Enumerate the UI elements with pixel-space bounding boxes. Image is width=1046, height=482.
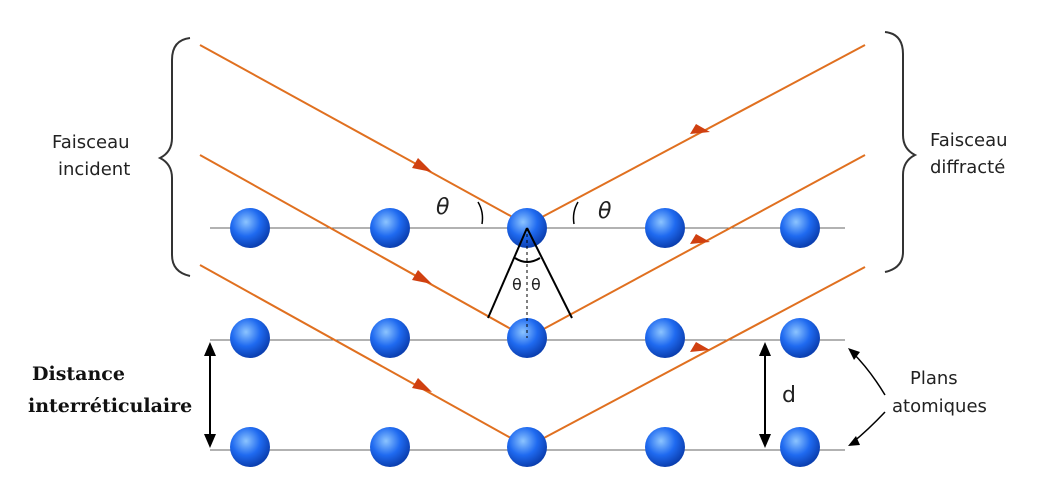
atom — [645, 427, 685, 467]
d-label: d — [782, 383, 796, 408]
diffracted-ray-3 — [526, 266, 866, 448]
atom — [507, 427, 547, 467]
planes-pointer-arrows — [848, 348, 886, 446]
theta-arcs — [477, 201, 579, 225]
incident-rays — [199, 44, 528, 448]
distance-label-line1: Distance — [32, 363, 125, 385]
planes-label-line2: atomiques — [892, 396, 987, 417]
d-distance-arrow — [759, 342, 771, 448]
incident-arrowheads — [412, 158, 432, 392]
distance-label-line2: interréticulaire — [28, 395, 192, 417]
theta-center-left-label: θ — [512, 275, 522, 294]
atom — [645, 318, 685, 358]
incident-arrow-1 — [412, 158, 432, 172]
theta-arc-right — [572, 201, 579, 225]
atom — [230, 318, 270, 358]
atom — [780, 318, 820, 358]
diffracted-rays — [526, 44, 866, 448]
construction-line-left — [487, 227, 528, 319]
incident-beam-bracket — [157, 37, 191, 277]
diffracted-beam-bracket — [884, 31, 918, 273]
diffracted-arrow-3 — [690, 342, 710, 352]
planes-label-line1: Plans — [910, 368, 958, 389]
atom — [370, 427, 410, 467]
left-distance-arrow — [204, 342, 216, 448]
theta-arc-left — [477, 201, 484, 225]
path-difference-construction — [487, 227, 573, 338]
atom — [230, 208, 270, 248]
incident-ray-3 — [199, 264, 528, 448]
diffracted-arrow-2 — [690, 234, 710, 244]
theta-right-label: θ — [598, 199, 612, 224]
diffracted-beam-label-line2: diffracté — [930, 157, 1005, 178]
theta-center-right-label: θ — [531, 275, 541, 294]
construction-angle-arc — [514, 257, 541, 263]
incident-ray-1 — [199, 44, 528, 226]
incident-beam-label-line1: Faisceau — [52, 132, 130, 153]
atom — [780, 427, 820, 467]
diffracted-arrow-1 — [690, 124, 710, 134]
diffracted-beam-label-line1: Faisceau — [930, 130, 1008, 151]
theta-left-label: θ — [436, 195, 450, 220]
atom — [370, 208, 410, 248]
atoms — [230, 208, 820, 467]
incident-arrow-3 — [412, 378, 432, 392]
diffracted-ray-1 — [526, 44, 866, 226]
incident-beam-label-line2: incident — [58, 159, 130, 180]
atom — [645, 208, 685, 248]
atom-row-2 — [230, 318, 820, 358]
atom — [230, 427, 270, 467]
incident-arrow-2 — [412, 270, 432, 284]
atom — [370, 318, 410, 358]
diffracted-ray-2 — [526, 154, 866, 339]
incident-ray-2 — [199, 154, 528, 339]
construction-line-right — [526, 227, 573, 319]
atom — [780, 208, 820, 248]
atom-row-3 — [230, 427, 820, 467]
diffracted-arrowheads — [690, 124, 710, 352]
atom-row-1 — [230, 208, 820, 248]
